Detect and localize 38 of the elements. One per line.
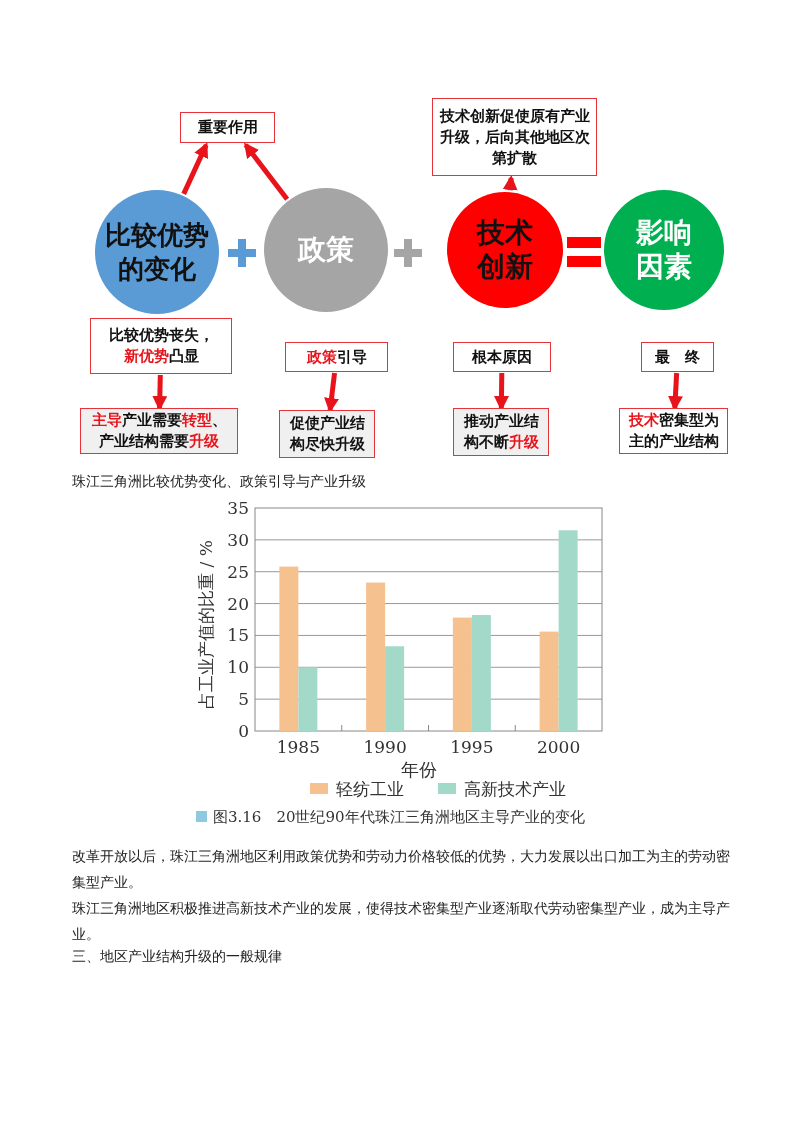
note-box: 政策引导 — [285, 342, 388, 372]
factor-circle: 影响因素 — [604, 190, 724, 310]
axis-tick-label: 25 — [227, 561, 249, 582]
axis-tick-label: 5 — [238, 689, 249, 710]
note-box: 重要作用 — [180, 112, 275, 143]
figure-caption: 珠江三角洲比较优势变化、政策引导与产业升级 — [72, 472, 367, 491]
axis-tick-label: 0 — [238, 721, 249, 741]
axis-tick-label: 2000 — [537, 737, 581, 757]
axis-tick-label: 35 — [227, 498, 249, 518]
factor-circle: 政策 — [264, 188, 388, 312]
note-box: 推动产业结构不断升级 — [453, 408, 549, 456]
arrow — [243, 142, 290, 201]
legend-label: 轻纺工业 — [336, 779, 404, 799]
axis-title: 占工业产值的比重 / % — [196, 540, 216, 709]
note-box: 技术密集型为主的产业结构 — [619, 408, 728, 454]
axis-tick-label: 30 — [227, 529, 249, 550]
arrow — [502, 175, 518, 191]
arrow — [181, 142, 209, 195]
note-box: 促使产业结构尽快升级 — [279, 410, 375, 458]
factor-circle: 比较优势的变化 — [95, 190, 219, 314]
note-box: 技术创新促使原有产业升级，后向其他地区次第扩散 — [432, 98, 597, 176]
axis-tick-label: 15 — [227, 625, 249, 646]
note-box: 最 终 — [641, 342, 714, 372]
factor-circle: 技术创新 — [447, 192, 563, 308]
note-box: 主导产业需要转型、产业结构需要升级 — [80, 408, 238, 454]
axis-tick-label: 1995 — [450, 737, 494, 757]
note-box: 比较优势丧失，新优势凸显 — [90, 318, 232, 374]
legend-label: 高新技术产业 — [464, 779, 566, 799]
axis-tick-label: 10 — [227, 657, 249, 678]
axis-title: 年份 — [400, 759, 437, 780]
chart-caption: 图3.16 20世纪90年代珠江三角洲地区主导产业的变化 — [213, 808, 585, 826]
paragraph: 改革开放以后，珠江三角洲地区利用政策优势和劳动力价格较低的优势，大力发展以出口加工为主的劳动密集型产业。 — [72, 847, 731, 892]
paragraph: 珠江三角洲地区积极推进高新技术产业的发展，使得技术密集型产业逐渐取代劳动密集型产业，成为主导产业。 — [72, 899, 731, 944]
section-heading: 三、地区产业结构升级的一般规律 — [72, 947, 283, 966]
axis-tick-label: 20 — [227, 593, 249, 614]
axis-tick-label: 1990 — [363, 737, 407, 757]
note-box: 根本原因 — [453, 342, 551, 372]
axis-tick-label: 1985 — [276, 737, 320, 757]
